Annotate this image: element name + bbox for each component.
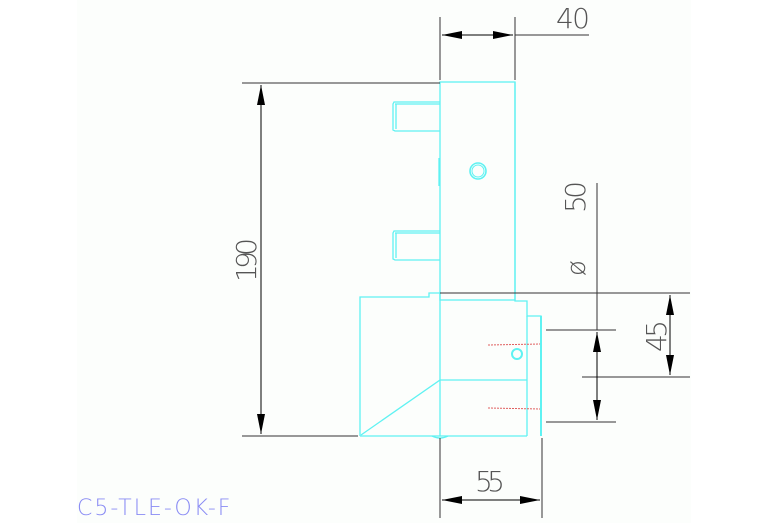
dim-diameter-symbol: ø bbox=[562, 260, 592, 276]
dim-height-lower: 45 bbox=[640, 320, 673, 352]
dimension-lines bbox=[242, 17, 690, 518]
hidden-lines bbox=[487, 343, 541, 410]
upper-tab bbox=[392, 101, 440, 132]
lower-tab bbox=[392, 230, 440, 261]
dim-height-total: 190 bbox=[230, 238, 263, 282]
dim-width-bottom: 55 bbox=[475, 465, 505, 498]
chamfer bbox=[360, 379, 441, 436]
right-step bbox=[514, 82, 542, 436]
hole-lower bbox=[511, 348, 523, 360]
dim-width-top: 40 bbox=[556, 2, 590, 35]
drawing-label: C5-TLE-OK-F bbox=[77, 496, 233, 521]
hole-upper bbox=[469, 162, 487, 180]
part-outline bbox=[359, 81, 542, 439]
main-column bbox=[439, 81, 516, 301]
hole-upper-inner bbox=[471, 164, 485, 178]
lower-block bbox=[359, 292, 440, 436]
dim-diameter-value: 50 bbox=[559, 181, 592, 213]
